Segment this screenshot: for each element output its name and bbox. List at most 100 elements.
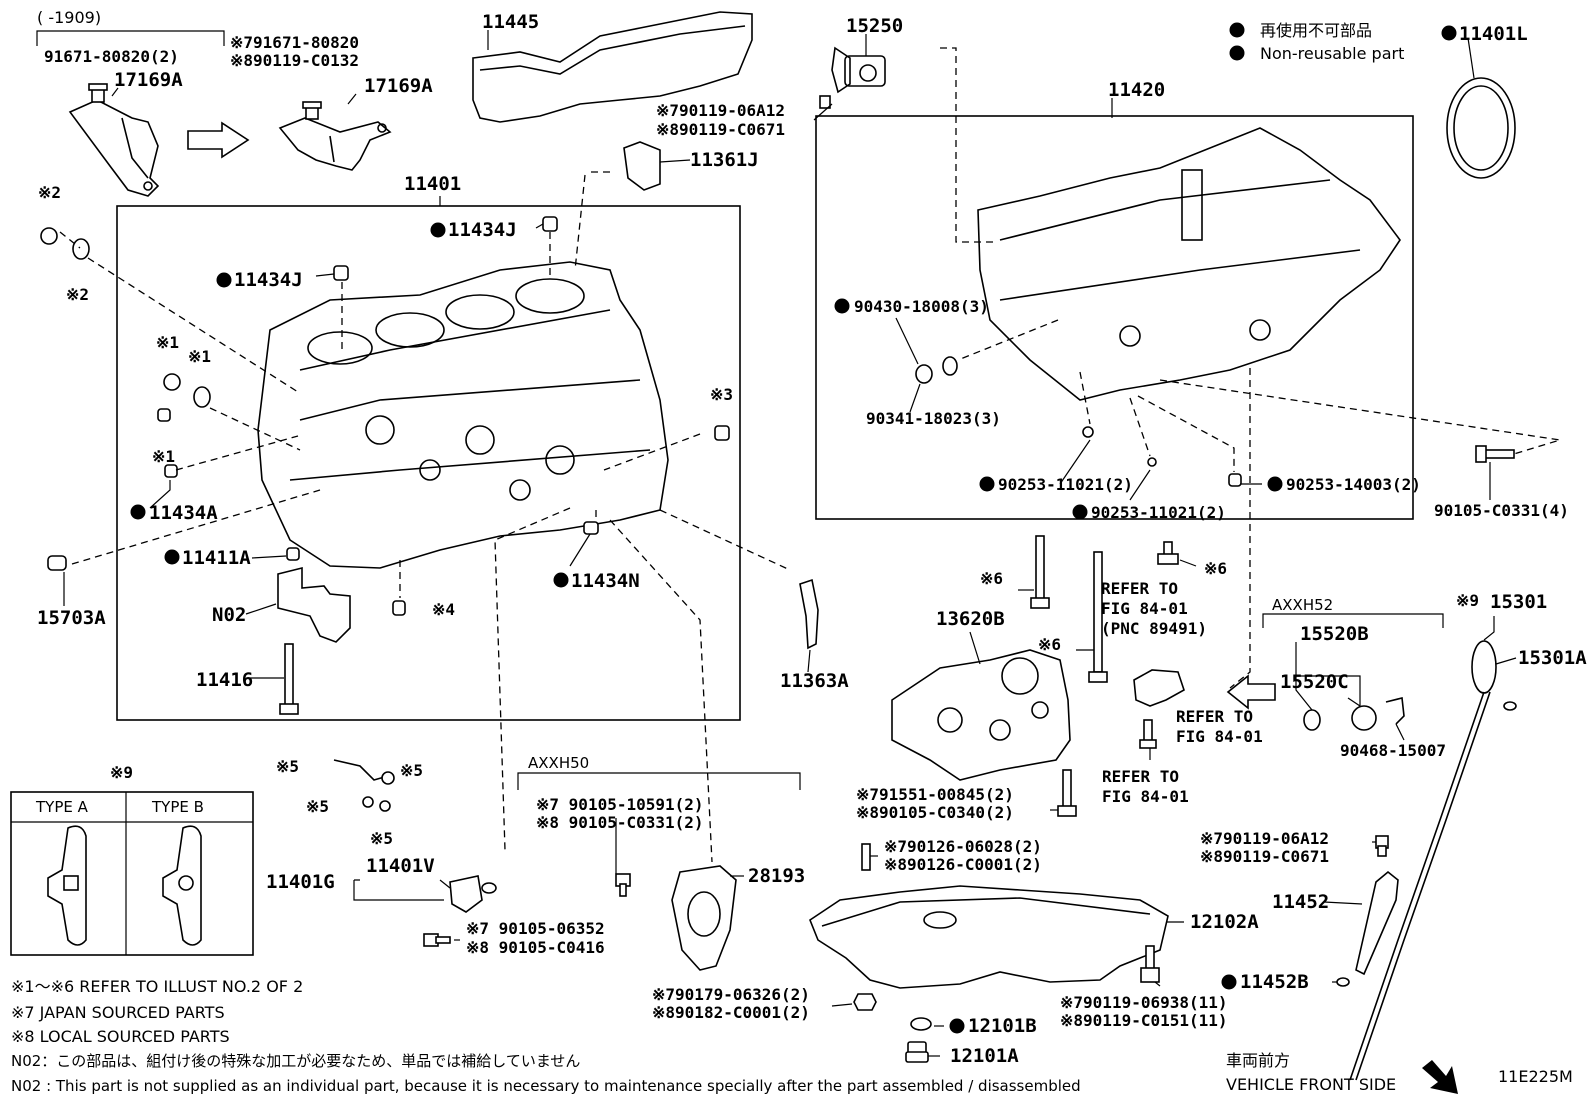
hose-11363A: [799, 578, 819, 650]
type-a-shape: [47, 825, 87, 946]
label-11401: 11401: [404, 173, 461, 195]
label-mark2b: ※2: [66, 285, 89, 304]
label-28193: 28193: [748, 865, 805, 887]
pin-mark4: [392, 600, 406, 616]
pin-90253b: [1147, 457, 1157, 467]
label-13620-bolt2: ※890105-C0340(2): [856, 803, 1014, 822]
plate-28193: [671, 865, 737, 971]
label-stud1: ※790126-06028(2): [884, 837, 1042, 856]
label-11452B: 11452B: [1240, 971, 1309, 993]
vehicle-front-en: VEHICLE FRONT SIDE: [1226, 1075, 1396, 1094]
stud-pan: [861, 843, 871, 871]
oring-11452B: [1336, 977, 1350, 987]
pin-11411A: [286, 547, 300, 561]
label-gauge-bolt1: ※790119-06A12: [1200, 829, 1329, 848]
sensor-15703A: [47, 555, 67, 571]
figure-id: 11E225M: [1498, 1067, 1573, 1086]
label-90253c: 90253-14003(2): [1286, 475, 1421, 494]
label-mark9a: ※9: [110, 763, 133, 782]
legend-nonreusable-en: Non-reusable part: [1260, 44, 1404, 63]
plug-mark2a: [40, 227, 58, 245]
pin-11434N: [583, 521, 599, 535]
cylinder-block-11401: [257, 261, 669, 569]
label-15250-bolt2: ※890119-C0671: [656, 120, 785, 139]
label-refer1a: REFER TO: [1101, 579, 1178, 598]
pin-mark1c: [164, 464, 178, 478]
label-bolt-group: 91671-80820(2): [44, 47, 179, 66]
oring-11401V: [481, 882, 497, 894]
label-refer3a: REFER TO: [1102, 767, 1179, 786]
nonreusable-bullet-jp: [1229, 22, 1245, 38]
label-axxh52: AXXH52: [1272, 596, 1333, 614]
bolt-refer3: [1139, 719, 1157, 749]
label-mark4: ※4: [432, 600, 455, 619]
note-local-sourced: ※8 LOCAL SOURCED PARTS: [11, 1027, 230, 1046]
oil-pan-12102A: [809, 885, 1169, 989]
bearing-cap-N02: [277, 566, 351, 643]
oil-pump-13620B: [891, 649, 1071, 781]
label-15520B: 15520B: [1300, 623, 1369, 645]
gasket-12101B: [910, 1017, 932, 1031]
label-11401V-bolt1: ※7 90105-06352: [466, 919, 605, 938]
cap-15520B: [1351, 705, 1377, 731]
label-mark1a: ※1: [156, 333, 179, 352]
label-90430: 90430-18008(3): [854, 297, 989, 316]
label-90341: 90341-18023(3): [866, 409, 1001, 428]
bracket-17169A-right: [278, 101, 392, 171]
label-type-a: TYPE A: [35, 798, 89, 816]
date-range: ( -1909): [37, 8, 101, 27]
label-mark5d: ※5: [370, 829, 393, 848]
cover-11445-shape: [472, 11, 753, 123]
label-11434A: 11434A: [149, 502, 218, 524]
label-refer1b: FIG 84-01: [1101, 599, 1188, 618]
vehicle-front-jp: 車両前方: [1226, 1051, 1290, 1070]
bracket-17169A-left: [68, 83, 160, 197]
label-13620B: 13620B: [936, 608, 1005, 630]
dowel-11434J-upper: [542, 216, 558, 232]
label-refer2a: REFER TO: [1176, 707, 1253, 726]
guide-lines: [59, 47, 1561, 863]
label-alt2: ※890119-C0132: [230, 51, 359, 70]
plug-mark1a: [163, 373, 181, 391]
label-11411A: 11411A: [182, 547, 251, 569]
legend-nonreusable-jp: 再使用不可部品: [1260, 21, 1372, 40]
label-90105-C0331: 90105-C0331(4): [1434, 501, 1569, 520]
bolt-gauge: [1375, 835, 1389, 857]
label-stud2: ※890126-C0001(2): [884, 855, 1042, 874]
oring-15301A: [1503, 701, 1517, 711]
axxh50-bracket: [517, 772, 801, 790]
nonreusable-bullet-en: [1229, 45, 1245, 61]
gasket-mark1b: [193, 386, 211, 408]
label-15301A: 15301A: [1518, 647, 1587, 669]
label-15520C: 15520C: [1280, 671, 1349, 693]
seal-11361J: [623, 141, 661, 191]
label-mark1c: ※1: [152, 447, 175, 466]
label-11434N: 11434N: [571, 570, 640, 592]
label-15703A: 15703A: [37, 607, 106, 629]
label-mark5b: ※5: [400, 761, 423, 780]
axxh52-bracket: [1262, 613, 1444, 628]
transition-arrow: [187, 121, 250, 159]
clip-90468: [1385, 697, 1405, 725]
crankcase-frame: [815, 115, 1414, 520]
plug-90341: [915, 364, 933, 384]
label-11445: 11445: [482, 11, 539, 33]
label-13620-bolt1: ※791551-00845(2): [856, 785, 1014, 804]
washer-90430: [942, 356, 958, 376]
bolt-pan: [1140, 945, 1160, 983]
dowel-11434J-lower: [333, 265, 349, 281]
plug-12101A: [905, 1041, 929, 1063]
note-n02-en: N02 : This part is not supplied as an in…: [11, 1077, 1081, 1095]
front-arrow: [1422, 1060, 1458, 1094]
label-mark1b: ※1: [188, 347, 211, 366]
label-mark6b: ※6: [1038, 635, 1061, 654]
label-12102A: 12102A: [1190, 911, 1259, 933]
label-15250: 15250: [846, 15, 903, 37]
dipstick-handle-15301A: [1471, 640, 1497, 694]
cover-11445-inner: [479, 25, 746, 75]
crankcase-11420: [977, 127, 1401, 401]
label-11452: 11452: [1272, 891, 1329, 913]
label-drain2: ※890182-C0001(2): [652, 1003, 810, 1022]
oring-15520C: [1303, 709, 1321, 731]
label-pan-bolt1: ※790119-06938(11): [1060, 993, 1228, 1012]
